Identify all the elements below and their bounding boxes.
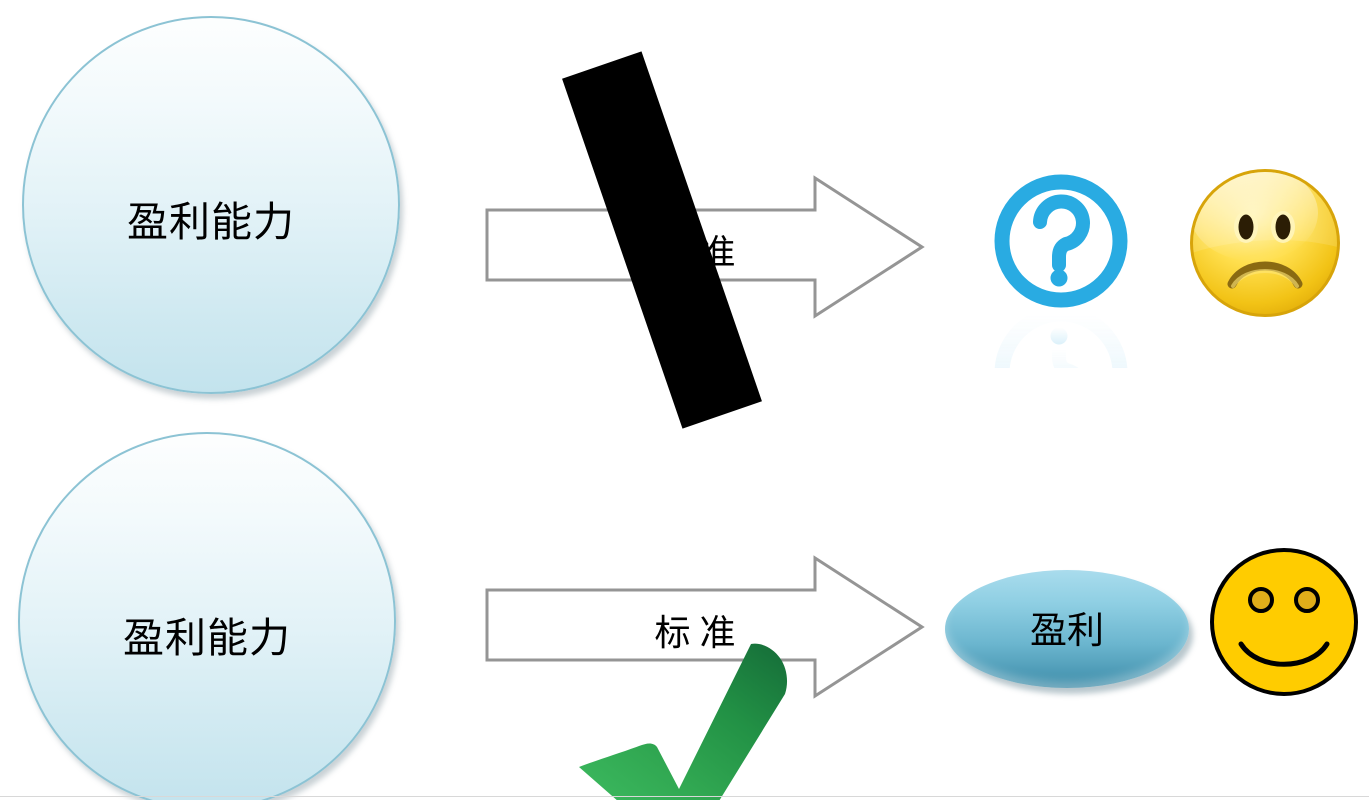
happy-face-icon <box>1208 532 1360 712</box>
standard-arrow-bottom[interactable]: 标 准 <box>485 552 925 702</box>
slide-bottom-rule <box>0 796 1369 797</box>
profitability-circle-top[interactable]: 盈利能力 <box>22 16 400 394</box>
profitability-circle-bottom[interactable]: 盈利能力 <box>18 432 396 800</box>
sad-face-icon <box>1186 167 1344 319</box>
outcome-ellipse[interactable]: 盈利 <box>945 570 1189 688</box>
profitability-circle-bottom-label: 盈利能力 <box>123 615 291 661</box>
profitability-circle-top-label: 盈利能力 <box>127 199 295 245</box>
outcome-ellipse-shape <box>945 570 1189 688</box>
standard-arrow-bottom-label: 标 准 <box>654 613 736 653</box>
question-mark-glyph <box>994 174 1128 368</box>
check-mark-icon <box>575 640 810 800</box>
outcome-ellipse-label: 盈利 <box>1030 611 1104 652</box>
question-mark-icon <box>988 168 1138 368</box>
sad-face-glyph <box>1190 169 1340 317</box>
block-arrow-shape-bottom <box>485 555 925 699</box>
check-mark-glyph <box>579 643 788 800</box>
happy-face-glyph <box>1210 548 1358 696</box>
